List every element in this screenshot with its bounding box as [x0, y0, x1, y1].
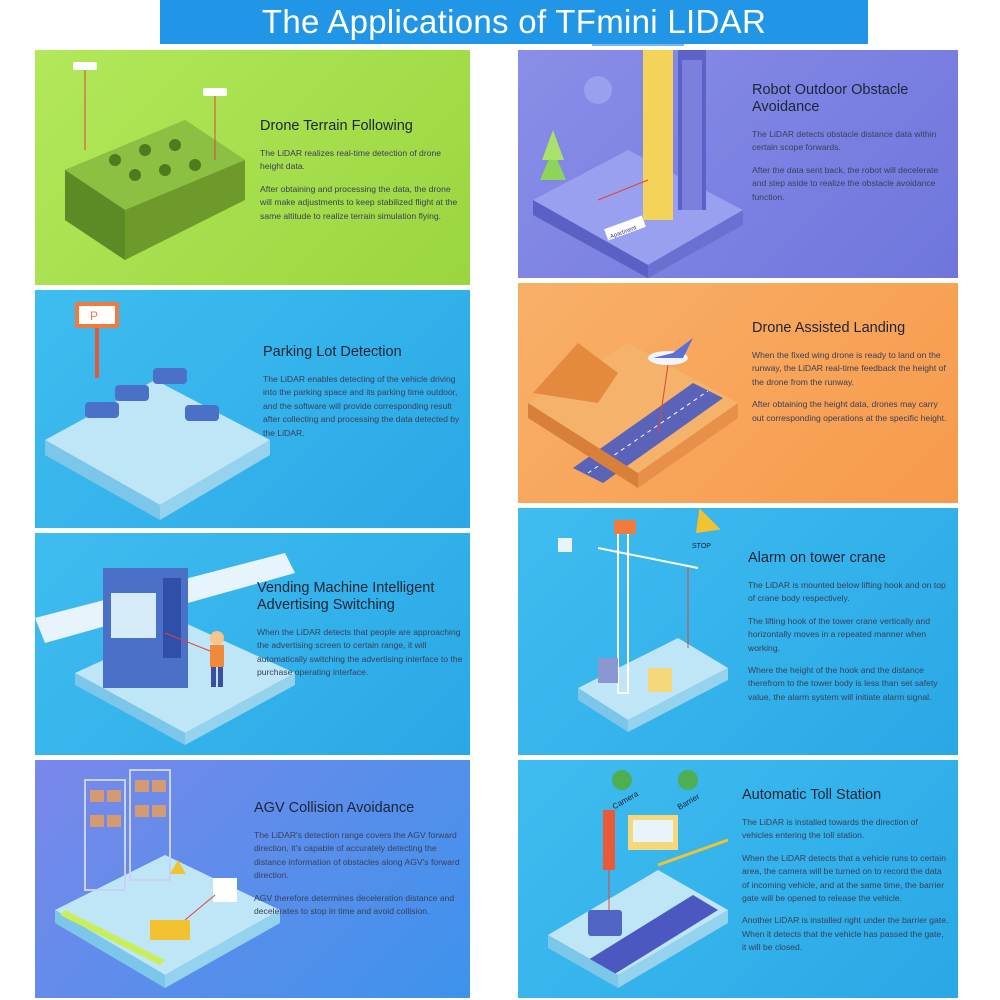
panel-vending-machine: Vending Machine Intelligent Advertising …: [35, 533, 470, 755]
parking-lot-text: Parking Lot Detection The LiDAR enables …: [263, 344, 463, 449]
panel-title: Drone Terrain Following: [260, 118, 413, 134]
panel-parking-lot: P Parking Lot Detection The LiDAR enable…: [35, 290, 470, 528]
tower-crane-text: Alarm on tower crane The LiDAR is mounte…: [748, 550, 948, 713]
vending-machine-text: Vending Machine Intelligent Advertising …: [257, 580, 463, 689]
panel-paragraph: AGV therefore determines deceleration di…: [254, 892, 455, 917]
agv-collision-text: AGV Collision Avoidance The LiDAR's dete…: [254, 800, 462, 927]
stop-sign-label: STOP: [692, 543, 711, 550]
panel-paragraph: After obtaining the height data, drones …: [752, 399, 947, 423]
panel-title: Parking Lot Detection: [263, 344, 402, 360]
panel-paragraph: The LiDAR is mounted below lifting hook …: [748, 580, 946, 604]
panel-paragraph: When the LiDAR detects that people are a…: [257, 627, 463, 678]
title-underline: [592, 44, 684, 46]
panel-paragraph: The lifting hook of the tower crane vert…: [748, 615, 930, 653]
panel-paragraph: The LiDAR is installed towards the direc…: [742, 817, 918, 841]
toll-station-illustration: Camera Barrier: [548, 770, 729, 988]
agv-collision-illustration: [55, 769, 280, 988]
robot-obstacle-text: Robot Outdoor Obstacle Avoidance The LiD…: [752, 82, 948, 213]
camera-label: Camera: [611, 789, 641, 811]
panel-title: Robot Outdoor Obstacle Avoidance: [752, 82, 909, 115]
robot-obstacle-illustration: Apartment: [533, 50, 743, 278]
panel-drone-landing: Drone Assisted Landing When the fixed wi…: [518, 283, 958, 503]
panel-title: AGV Collision Avoidance: [254, 800, 415, 816]
panel-title: Alarm on tower crane: [748, 550, 886, 566]
panel-agv-collision: AGV Collision Avoidance The LiDAR's dete…: [35, 760, 470, 998]
toll-station-text: Automatic Toll Station The LiDAR is inst…: [742, 787, 950, 964]
panel-tower-crane: STOP Alarm on tower crane The LiDAR is m…: [518, 508, 958, 755]
panel-paragraph: The LiDAR's detection range covers the A…: [254, 830, 460, 881]
tower-crane-illustration: STOP: [558, 508, 728, 732]
panel-paragraph: The LiDAR detects obstacle distance data…: [752, 129, 937, 153]
panel-title: Automatic Toll Station: [742, 787, 882, 803]
panel-toll-station: Camera Barrier Automatic Toll Station Th…: [518, 760, 958, 998]
panel-paragraph: When the LiDAR detects that a vehicle ru…: [742, 852, 946, 904]
panel-paragraph: The LiDAR enables detecting of the vehic…: [263, 374, 460, 438]
panel-paragraph: Another LiDAR is installed right under t…: [742, 915, 949, 953]
panel-robot-obstacle: Apartment Robot Outdoor Obstacle Avoidan…: [518, 50, 958, 278]
drone-landing-text: Drone Assisted Landing When the fixed wi…: [752, 320, 950, 434]
panel-drone-terrain: Drone Terrain Following The LiDAR realiz…: [35, 50, 470, 285]
panel-paragraph: After obtaining and processing the data,…: [260, 183, 458, 221]
drone-terrain-text: Drone Terrain Following The LiDAR realiz…: [260, 118, 460, 232]
panel-paragraph: When the fixed wing drone is ready to la…: [752, 350, 946, 387]
vending-machine-illustration: [35, 553, 295, 745]
page-title: The Applications of TFmini LIDAR: [261, 3, 767, 40]
barrier-label: Barrier: [676, 792, 702, 812]
parking-sign-label: P: [90, 309, 98, 323]
drone-terrain-illustration: [65, 62, 245, 260]
parking-lot-illustration: P: [45, 302, 270, 520]
panel-title: Vending Machine Intelligent Advertising …: [257, 580, 435, 613]
panel-paragraph: The LiDAR realizes real-time detection o…: [260, 148, 442, 172]
panel-paragraph: Where the height of the hook and the dis…: [748, 665, 938, 702]
drone-landing-illustration: [528, 338, 738, 488]
panel-title: Drone Assisted Landing: [752, 320, 906, 336]
page-title-bar: The Applications of TFmini LIDAR: [160, 0, 868, 44]
panel-paragraph: After the data sent back, the robot will…: [752, 164, 939, 202]
